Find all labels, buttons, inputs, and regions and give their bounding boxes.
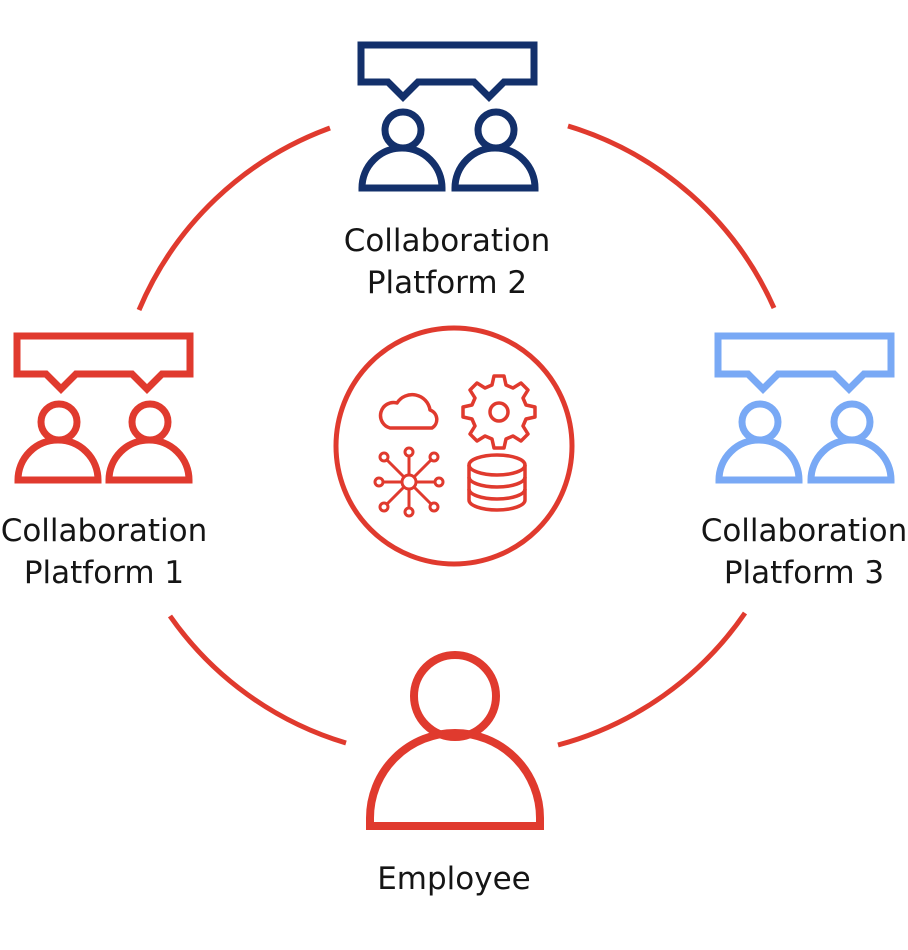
connection-ring (136, 123, 777, 748)
arc-platform2-platform3 (567, 123, 777, 310)
platform-2-label: Collaboration Platform 2 (297, 220, 597, 304)
hub (333, 325, 575, 567)
arc-platform3-employee (557, 611, 748, 748)
employee-label: Employee (304, 858, 604, 900)
platform-3-label-line2: Platform 3 (723, 555, 885, 591)
platform-2-label-line2: Platform 2 (366, 265, 528, 301)
network-icon (373, 446, 445, 518)
cloud-icon (378, 392, 439, 430)
gear-icon (461, 374, 537, 450)
platform-3-label: Collaboration Platform 3 (700, 510, 908, 594)
people-chat-icon (357, 41, 539, 192)
people-chat-icon (714, 332, 895, 484)
platform-1-label-line1: Collaboration (0, 513, 208, 549)
arc-platform1-platform2 (136, 125, 331, 311)
people-chat-icon (13, 332, 194, 484)
platform-1-label-line2: Platform 1 (23, 555, 185, 591)
person-icon (366, 651, 544, 830)
database-icon (467, 453, 527, 512)
arc-employee-platform1 (167, 614, 347, 746)
platform-2-label-line1: Collaboration (343, 223, 551, 259)
hub-circle (333, 325, 575, 567)
employee-label-text: Employee (377, 861, 531, 897)
platform-3-label-line1: Collaboration (700, 513, 908, 549)
platform-1-label: Collaboration Platform 1 (0, 510, 208, 594)
